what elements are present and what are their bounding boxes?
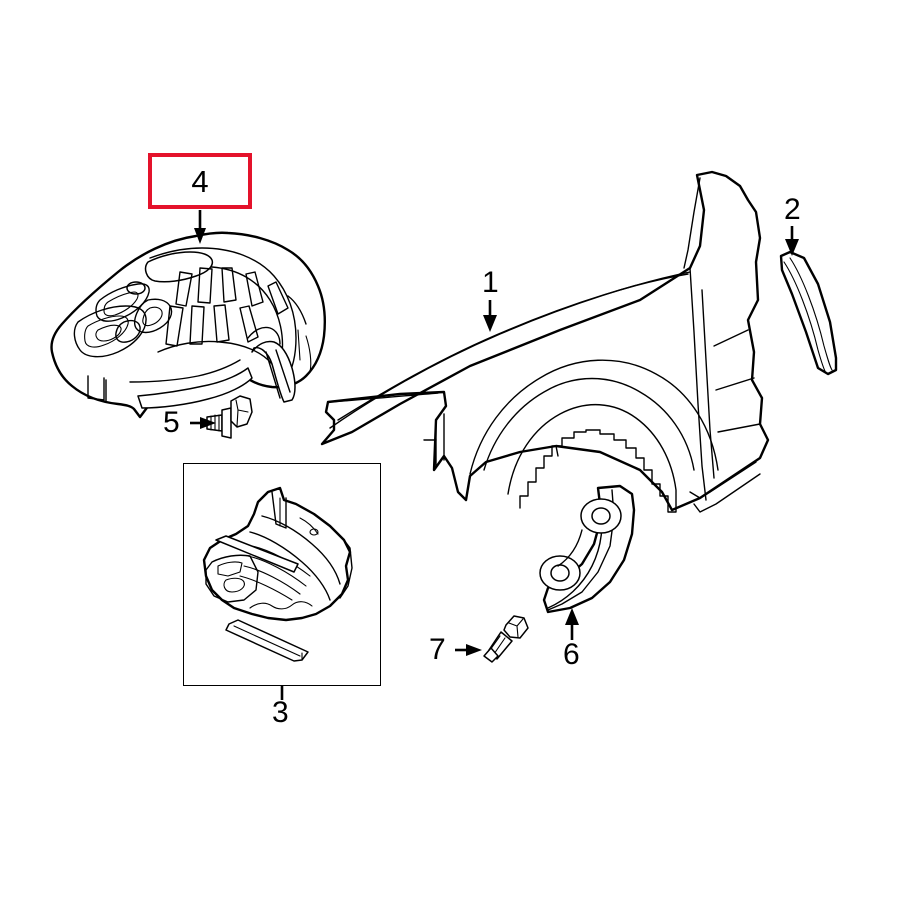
highlight-number-label: 4 — [191, 163, 209, 199]
callout-label-3: 3 — [272, 696, 289, 729]
part-3-splash-shield[interactable] — [202, 486, 353, 662]
callout-label-6: 6 — [563, 638, 580, 671]
callout-label-2: 2 — [784, 193, 801, 226]
callout-label-7: 7 — [429, 633, 446, 666]
highlight-box-part-4[interactable]: 4 — [148, 153, 252, 209]
callout-label-1: 1 — [482, 266, 499, 299]
part-4-fender-liner[interactable] — [50, 231, 326, 419]
callout-leaders — [190, 210, 799, 700]
part-6-fender-bracket[interactable] — [539, 484, 636, 614]
part-5-bolt[interactable] — [206, 395, 253, 439]
inset-frame-part-3 — [183, 463, 381, 686]
part-7-bolt[interactable] — [483, 615, 529, 663]
part-2-fender-trim-molding[interactable] — [779, 250, 838, 376]
callout-label-5: 5 — [163, 406, 180, 439]
part-1-front-fender-panel[interactable] — [320, 170, 770, 513]
